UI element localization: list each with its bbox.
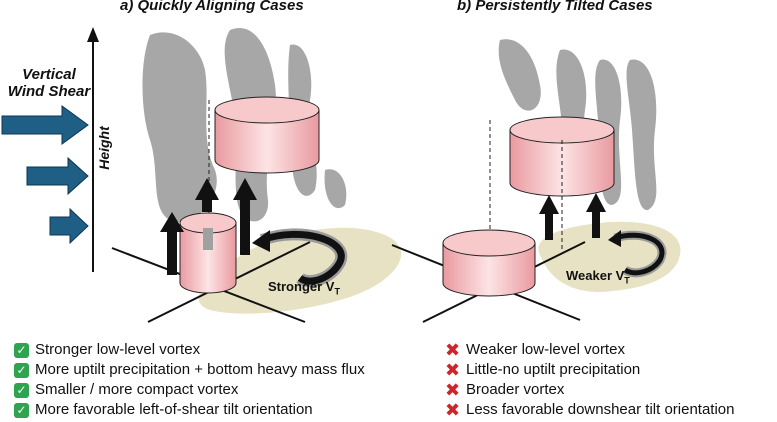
list-item-text: Less favorable downshear tilt orientatio…: [466, 401, 735, 418]
cross-mark-icon: ✖: [445, 359, 461, 380]
check-mark-icon: ✓: [14, 342, 29, 358]
list-item-text: Stronger low-level vortex: [35, 341, 201, 358]
list-item-text: More uptilt precipitation + bottom heavy…: [35, 361, 365, 378]
updraft-arrow-icon: [539, 195, 559, 240]
list-item-text: Broader vortex: [466, 381, 565, 398]
upper-vortex-a: [214, 96, 320, 174]
height-axis-arrowhead: [87, 27, 99, 42]
vt-label-b-subscript: T: [624, 275, 630, 286]
ground-patch-a: [198, 227, 402, 314]
list-item-text: Little-no uptilt precipitation: [466, 361, 641, 378]
vt-label-a-text: Stronger V: [268, 279, 335, 294]
height-axis-label: Height: [95, 126, 112, 170]
list-item-text: Smaller / more compact vortex: [35, 381, 239, 398]
vt-label-a: Stronger VT: [268, 279, 340, 297]
cross-mark-icon: ✖: [445, 399, 461, 420]
lower-vortex-a: [179, 212, 237, 294]
list-item: ✖ Broader vortex: [445, 380, 735, 400]
list-item: ✖ Less favorable downshear tilt orientati…: [445, 400, 735, 420]
wind-shear-label: Vertical Wind Shear: [7, 66, 91, 100]
updraft-arrow-icon: [160, 212, 184, 275]
list-item-text: Weaker low-level vortex: [466, 341, 625, 358]
check-mark-icon: ✓: [14, 402, 29, 418]
shear-arrow-icon: [26, 156, 89, 196]
schematic-diagram: [1, 27, 681, 323]
updraft-arrow-icon: [195, 178, 219, 212]
list-item: ✓ Stronger low-level vortex: [14, 340, 365, 360]
updraft-arrow-icon: [233, 178, 257, 255]
cross-mark-icon: ✖: [445, 339, 461, 360]
vt-label-b-text: Weaker V: [566, 268, 625, 283]
vt-label-a-subscript: T: [334, 286, 340, 297]
list-item: ✓ More favorable left-of-shear tilt orien…: [14, 400, 365, 420]
lower-vortex-b: [442, 229, 536, 297]
panel-b-characteristics-list: ✖ Weaker low-level vortex ✖ Little-no upti…: [445, 340, 735, 420]
cross-mark-icon: ✖: [445, 379, 461, 400]
list-item: ✓ Smaller / more compact vortex: [14, 380, 365, 400]
list-item: ✖ Weaker low-level vortex: [445, 340, 735, 360]
check-mark-icon: ✓: [14, 382, 29, 398]
shear-arrow-icon: [1, 105, 89, 145]
check-mark-icon: ✓: [14, 362, 29, 378]
updraft-arrow-icon: [586, 193, 606, 238]
list-item-text: More favorable left-of-shear tilt orient…: [35, 401, 313, 418]
list-item: ✓ More uptilt precipitation + bottom heav…: [14, 360, 365, 380]
panel-a-characteristics-list: ✓ Stronger low-level vortex ✓ More uptilt …: [14, 340, 365, 420]
panel-a-title: a) Quickly Aligning Cases: [120, 0, 304, 14]
shear-arrow-icon: [49, 207, 89, 245]
rotation-arrow-icon: [252, 228, 348, 288]
vt-label-b: Weaker VT: [566, 268, 630, 286]
panel-b-title: b) Persistently Tilted Cases: [457, 0, 653, 14]
list-item: ✖ Little-no uptilt precipitation: [445, 360, 735, 380]
rotation-arrow-icon: [608, 230, 667, 278]
